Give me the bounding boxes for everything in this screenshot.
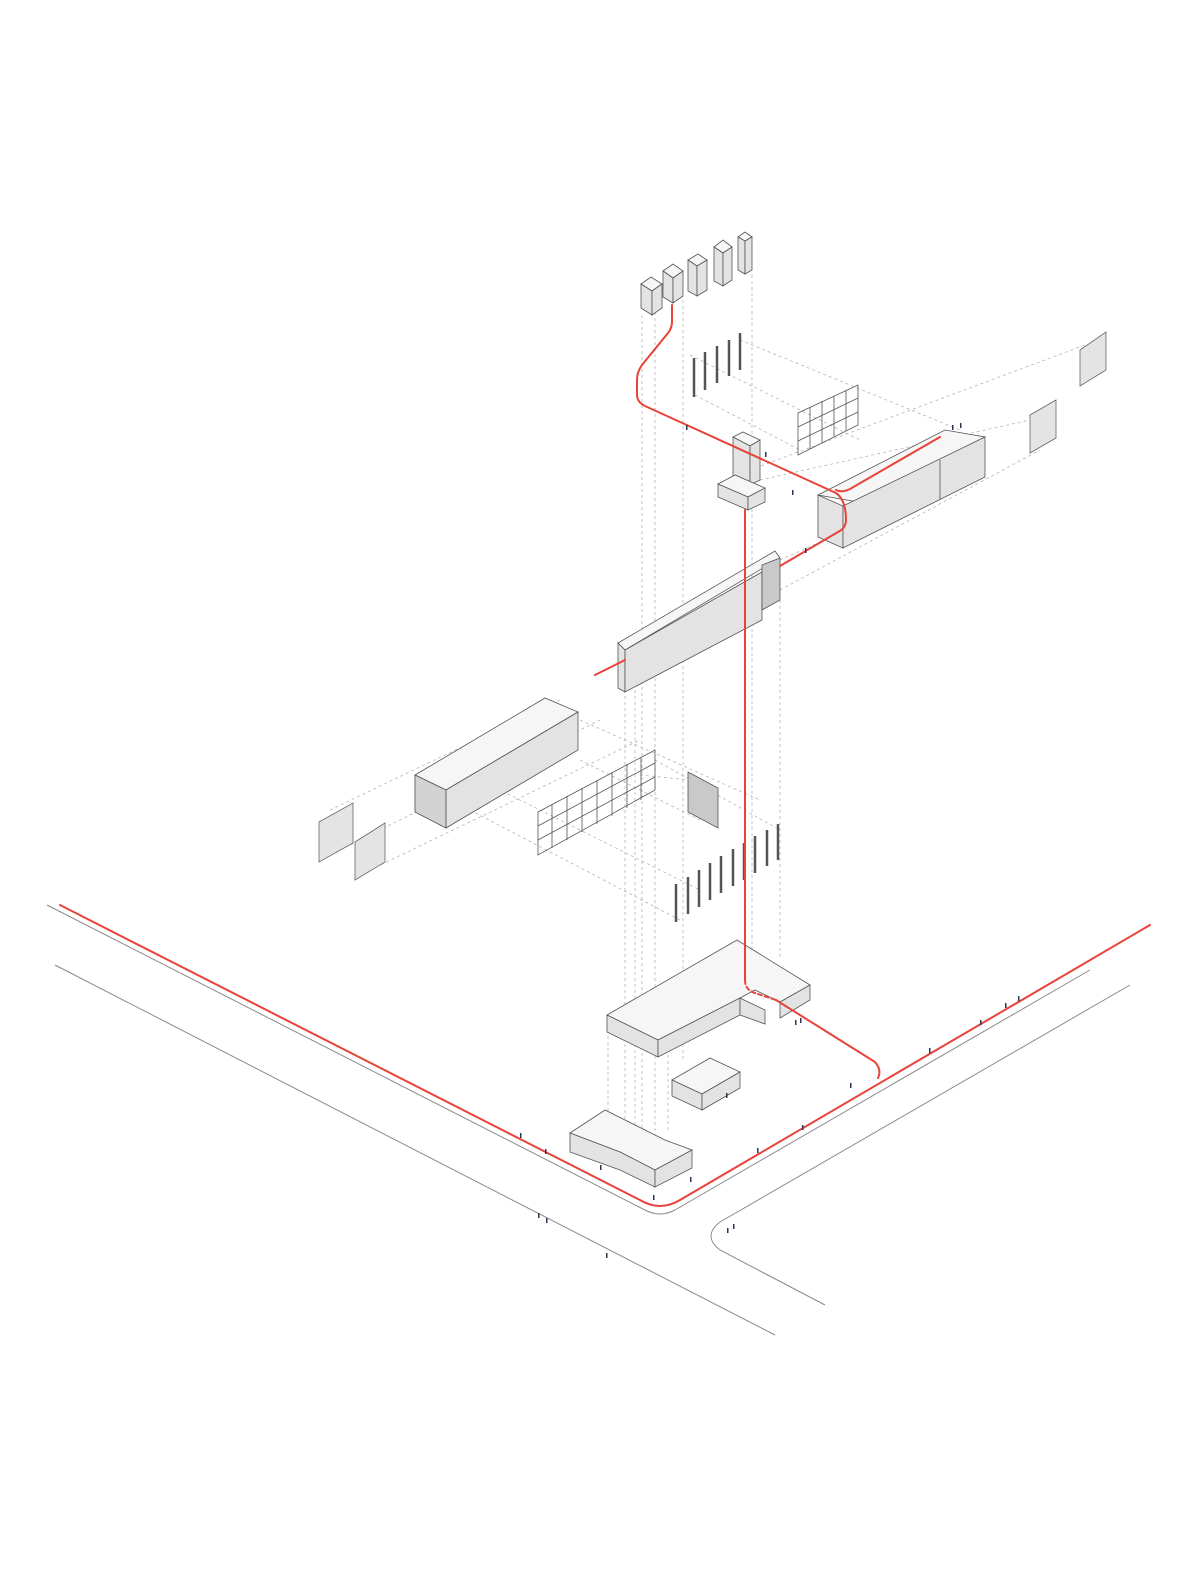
fins-lower <box>674 824 780 922</box>
streets <box>46 904 1131 1336</box>
route-upper-roof <box>835 436 941 493</box>
upper-slab-building <box>816 429 987 549</box>
grid-facade-middle <box>537 749 656 856</box>
street-edge-north <box>46 904 1091 1215</box>
route-ground-path <box>775 999 881 1079</box>
facade-panel-dark <box>687 771 719 829</box>
street-edge-south <box>54 964 776 1336</box>
people-figures <box>520 423 1020 1258</box>
street-edge-east <box>710 984 1131 1306</box>
ground-main-building <box>606 939 811 1058</box>
route-upper <box>636 304 847 567</box>
facade-panel <box>1079 331 1107 387</box>
left-block-building <box>414 697 579 829</box>
core-tower <box>717 431 766 511</box>
middle-slab-building <box>617 550 781 693</box>
tower-block <box>662 263 684 304</box>
tower-blocks <box>640 231 753 316</box>
tower-block <box>737 231 753 275</box>
facade-panel <box>318 802 354 863</box>
grid-facade-upper <box>797 384 859 456</box>
pavilion-building <box>671 1057 741 1111</box>
route-tower-dashed <box>744 979 777 1001</box>
route-middle-stub <box>594 659 626 676</box>
facade-panel <box>354 822 386 881</box>
tower-block <box>640 276 663 316</box>
route-street <box>59 904 1151 1207</box>
tower-block <box>687 253 708 297</box>
circulation-route <box>59 304 1151 1207</box>
tower-block <box>713 239 733 287</box>
fins-upper <box>692 333 742 397</box>
facade-panel <box>1029 399 1057 454</box>
corner-building <box>569 1109 693 1188</box>
